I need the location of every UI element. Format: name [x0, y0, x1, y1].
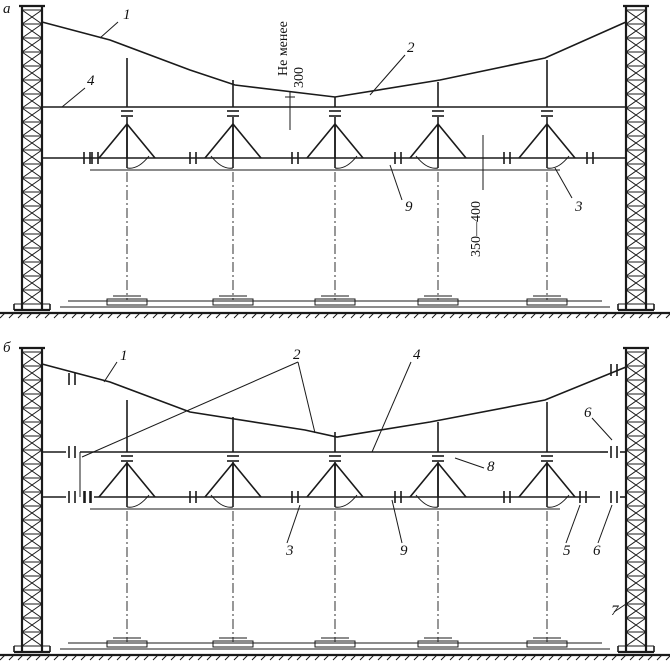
leader-b-5	[565, 504, 581, 544]
leader-a-1	[99, 21, 119, 39]
sleeper-3	[417, 640, 459, 648]
right-tower	[617, 346, 655, 654]
leader-b-2-right	[297, 361, 316, 434]
dropper-insulator-1	[121, 110, 133, 117]
dropper-insulator-1	[121, 455, 133, 462]
dropper-insulator-5	[541, 110, 553, 117]
insulator-lower-left	[68, 491, 76, 503]
fixator-1	[98, 122, 156, 168]
dropper-insulator-5	[541, 455, 553, 462]
dimension-label-not-less: Не менее	[276, 21, 291, 76]
sleeper-2	[314, 640, 356, 648]
fixator-insulator-2	[189, 152, 197, 164]
callout-a-3: 3	[574, 199, 583, 215]
insulator-6-left-upper	[68, 446, 76, 458]
callout-b-3: 3	[285, 543, 294, 559]
leader-b-6-bottom	[597, 504, 613, 544]
fixator-insulator-1	[83, 491, 91, 503]
fixator-4	[409, 122, 467, 168]
catenary-insulator-left	[68, 373, 76, 385]
sleeper-1	[212, 298, 254, 306]
leader-b-7	[613, 599, 633, 613]
fixator-insulator-2	[189, 491, 197, 503]
leader-a-2	[369, 54, 406, 96]
fixator-insulator-3	[291, 491, 299, 503]
leader-b-9	[391, 499, 403, 544]
fixator-1	[98, 461, 156, 507]
panel-a-letter: а	[3, 1, 11, 17]
fixator-2	[204, 122, 262, 168]
dropper-insulator-3	[329, 455, 341, 462]
fixator-2	[204, 461, 262, 507]
sleeper-2	[314, 298, 356, 306]
dimension-label-300: 300	[292, 67, 307, 88]
insulator-5	[579, 491, 587, 503]
track-bed	[0, 637, 670, 661]
callout-b-5: 5	[563, 543, 571, 559]
left-tower	[13, 346, 51, 654]
panel-b	[0, 346, 670, 661]
insulator-lower-left	[91, 152, 99, 164]
insulator-6-right-upper	[610, 446, 618, 458]
sleeper-3	[417, 298, 459, 306]
callout-b-7: 7	[611, 603, 620, 619]
callout-b-1: 1	[120, 348, 128, 364]
catenary-wire-1	[41, 363, 627, 438]
fixator-insulator-5	[503, 152, 511, 164]
callout-b-6-top: 6	[584, 405, 592, 421]
leader-b-8	[454, 457, 485, 469]
callout-b-9: 9	[400, 543, 408, 559]
sleeper-4	[526, 298, 568, 306]
callout-b-6-bottom: 6	[593, 543, 601, 559]
sleeper-4	[526, 640, 568, 648]
left-tower	[13, 4, 51, 312]
leader-b-2-left	[81, 361, 299, 458]
insulator-6-right-lower	[610, 491, 618, 503]
fixator-insulator-4	[394, 152, 402, 164]
leader-b-1	[103, 361, 118, 383]
fixator-5	[518, 122, 576, 168]
callout-b-8: 8	[487, 459, 495, 475]
callout-a-4: 4	[87, 73, 95, 89]
fixator-insulator-3	[291, 152, 299, 164]
dropper-insulator-4	[432, 110, 444, 117]
leader-b-6-top	[591, 417, 613, 441]
dropper-insulator-4	[432, 455, 444, 462]
callout-b-4: 4	[413, 347, 421, 363]
fixator-4	[409, 461, 467, 507]
sleeper-0	[106, 640, 148, 648]
insulator-lower-right	[586, 152, 594, 164]
catenary-wire-1	[41, 21, 627, 98]
panel-a	[0, 4, 670, 319]
leader-a-3	[554, 167, 573, 199]
catenary-insulator-right	[610, 364, 618, 376]
leader-b-4	[371, 361, 412, 453]
fixator-insulator-1	[83, 152, 91, 164]
fixator-insulator-5	[503, 491, 511, 503]
dropper-insulator-3	[329, 110, 341, 117]
leader-a-9	[389, 164, 403, 201]
panel-b-letter: б	[3, 340, 11, 356]
track-bed	[0, 295, 670, 319]
fixator-3	[306, 122, 364, 168]
callout-a-1: 1	[123, 7, 131, 23]
leader-a-4	[61, 87, 86, 108]
callout-a-2: 2	[407, 40, 415, 56]
sleeper-0	[106, 298, 148, 306]
leader-b-3	[286, 504, 301, 544]
fixator-3	[306, 461, 364, 507]
callout-a-9: 9	[405, 199, 413, 215]
dropper-insulator-2	[227, 455, 239, 462]
dimension-label-350-400: 350—400	[469, 201, 484, 257]
insulator-lower-left-2	[84, 491, 92, 503]
dropper-insulator-2	[227, 110, 239, 117]
fixator-insulator-4	[394, 491, 402, 503]
sleeper-1	[212, 640, 254, 648]
fixator-5	[518, 461, 576, 507]
callout-b-2: 2	[293, 347, 301, 363]
